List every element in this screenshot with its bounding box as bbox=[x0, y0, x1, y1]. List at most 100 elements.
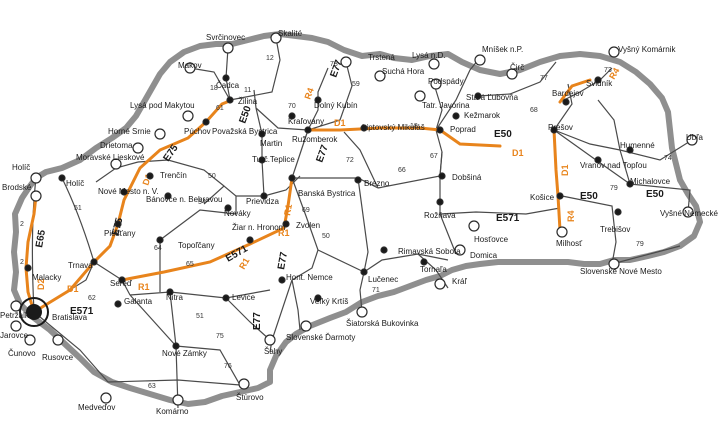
city-marker-sucha-hora bbox=[374, 70, 386, 82]
city-marker-lucenec bbox=[360, 268, 368, 276]
city-label-rusovce: Rusovce bbox=[42, 353, 74, 362]
city-marker-banska-bystrica bbox=[288, 174, 296, 182]
city-label-svrcinovec: Svrčinovec bbox=[206, 33, 245, 42]
city-marker-tatr-javorina bbox=[414, 90, 426, 102]
city-marker-kral bbox=[434, 278, 446, 290]
city-label-kralovany: Kraľovany bbox=[288, 117, 324, 126]
city-label-cunovo: Čunovo bbox=[8, 349, 36, 358]
road-number: 12 bbox=[266, 55, 274, 62]
city-label-trstena: Trstená bbox=[368, 53, 395, 62]
motorways bbox=[24, 78, 592, 314]
city-label-kezmarok: Kežmarok bbox=[464, 111, 501, 120]
city-label-tornala: Tornaľa bbox=[420, 265, 447, 274]
city-marker-komarno bbox=[172, 394, 184, 406]
motorway-label-d1-east: D1 bbox=[334, 118, 346, 128]
road-number: 2 bbox=[20, 221, 24, 228]
motorway-label-d1-presov: D1 bbox=[512, 148, 524, 158]
road-number: 18 bbox=[210, 85, 218, 92]
city-label-banovce: Bánovce n. Bebravou bbox=[146, 195, 223, 204]
road-number: 18 bbox=[410, 123, 418, 130]
city-marker-michalovce bbox=[626, 180, 634, 188]
city-label-nitra: Nitra bbox=[166, 293, 183, 302]
city-marker-banovce bbox=[164, 192, 172, 200]
city-label-poprad: Poprad bbox=[450, 125, 476, 134]
e-label-e77-central: E77 bbox=[314, 143, 331, 164]
road-number: 79 bbox=[636, 241, 644, 248]
city-label-brodske: Brodské bbox=[2, 183, 32, 192]
city-label-michalovce: Michalovce bbox=[630, 177, 671, 186]
city-label-bardejov: Bardejov bbox=[552, 89, 584, 98]
city-labels: Svrčinovec Skalité Makov Čadca Žilina Ly… bbox=[0, 29, 719, 416]
city-label-bratislava: Bratislava bbox=[52, 313, 88, 322]
city-marker-liptovsky-mikulas bbox=[360, 124, 368, 132]
city-label-slov-darmoty: Slovenské Ďarmoty bbox=[286, 333, 355, 342]
city-marker-nitra bbox=[166, 288, 174, 296]
city-label-vranov: Vranov nad Topľou bbox=[580, 161, 647, 170]
city-marker-topolcany bbox=[156, 236, 164, 244]
road-number: 66 bbox=[398, 167, 406, 174]
city-marker-holic-a bbox=[30, 172, 42, 184]
city-marker-prievidza bbox=[260, 192, 268, 200]
city-label-sturovo: Štúrovo bbox=[236, 393, 264, 402]
road-number: 75 bbox=[216, 333, 224, 340]
city-label-povazska-bystrica: Považská Bystrica bbox=[212, 127, 278, 136]
city-label-holic-a: Holíč bbox=[12, 163, 30, 172]
city-marker-vranov bbox=[594, 156, 602, 164]
motorway-label-d1-kosice: D1 bbox=[560, 164, 570, 176]
city-label-podspady: Podspády bbox=[428, 77, 464, 86]
road-number: 74 bbox=[664, 155, 672, 162]
city-label-topolcany: Topoľčany bbox=[178, 241, 215, 250]
city-marker-makov bbox=[184, 62, 196, 74]
motorway-label-r4-north: R4 bbox=[607, 66, 621, 81]
e-label-e50-michalovce: E50 bbox=[646, 189, 664, 200]
city-label-novaky: Nováky bbox=[224, 209, 251, 218]
capital-marker bbox=[19, 297, 49, 327]
city-marker-moravske-lieskove bbox=[110, 158, 122, 170]
city-label-drietoma: Drietoma bbox=[100, 141, 133, 150]
road-number: 62 bbox=[88, 295, 96, 302]
city-label-mnisek: Mníšek n.P. bbox=[482, 45, 523, 54]
city-label-martin: Martin bbox=[260, 139, 282, 148]
city-label-galanta: Galanta bbox=[124, 297, 153, 306]
city-label-piestany: Piešťany bbox=[104, 229, 135, 238]
e-label-e50-north: E50 bbox=[237, 104, 254, 125]
city-label-zilina: Žilina bbox=[238, 97, 258, 106]
city-marker-kralovany bbox=[288, 112, 296, 120]
city-markers bbox=[10, 32, 698, 406]
motorway-label-r1-sered: R1 bbox=[138, 282, 150, 292]
city-label-nove-mesto: Nové Mesto n. V. bbox=[98, 187, 159, 196]
city-label-sucha-hora: Suchá Hora bbox=[382, 67, 425, 76]
city-label-kral: Kráľ bbox=[452, 277, 467, 286]
city-label-jarovce: Jarovce bbox=[0, 331, 29, 340]
city-label-liptovsky-mikulas: Liptovský Mikuláš bbox=[362, 123, 425, 132]
city-marker-bardejov bbox=[562, 98, 570, 106]
city-marker-trebisov bbox=[614, 208, 622, 216]
road-number: 61 bbox=[216, 105, 224, 112]
city-marker-cunovo bbox=[24, 334, 36, 346]
city-label-milhost: Milhosť bbox=[556, 239, 583, 248]
city-marker-levice bbox=[222, 294, 230, 302]
e-label-e571-west: E571 bbox=[70, 306, 94, 317]
city-marker-tornala bbox=[420, 258, 428, 266]
city-marker-cadca bbox=[222, 74, 230, 82]
city-marker-brodske bbox=[30, 190, 42, 202]
city-marker-humenne bbox=[626, 146, 634, 154]
road-number: 50 bbox=[322, 233, 330, 240]
road-number: 63 bbox=[148, 383, 156, 390]
city-marker-vysne-nemecke bbox=[682, 206, 694, 218]
city-label-skalite: Skalité bbox=[278, 29, 303, 38]
city-label-vysne-nemecke: Vyšné Nemecké bbox=[660, 209, 719, 218]
city-marker-drietoma bbox=[132, 142, 144, 154]
city-marker-sturovo bbox=[238, 378, 250, 390]
city-marker-svidnik bbox=[594, 76, 602, 84]
city-marker-kosice bbox=[556, 192, 564, 200]
city-label-brezno: Brezno bbox=[364, 179, 390, 188]
city-label-prievidza: Prievidza bbox=[246, 197, 279, 206]
road-number: 71 bbox=[372, 287, 380, 294]
city-marker-jarovce bbox=[10, 320, 22, 332]
city-label-roznava: Rožňava bbox=[424, 211, 456, 220]
city-marker-circ bbox=[506, 68, 518, 80]
city-label-puchov: Púchov bbox=[184, 127, 211, 136]
city-label-velky-krtis: Veľký Krtíš bbox=[310, 297, 348, 306]
motorway-label-d1-west: D1 bbox=[67, 284, 79, 294]
